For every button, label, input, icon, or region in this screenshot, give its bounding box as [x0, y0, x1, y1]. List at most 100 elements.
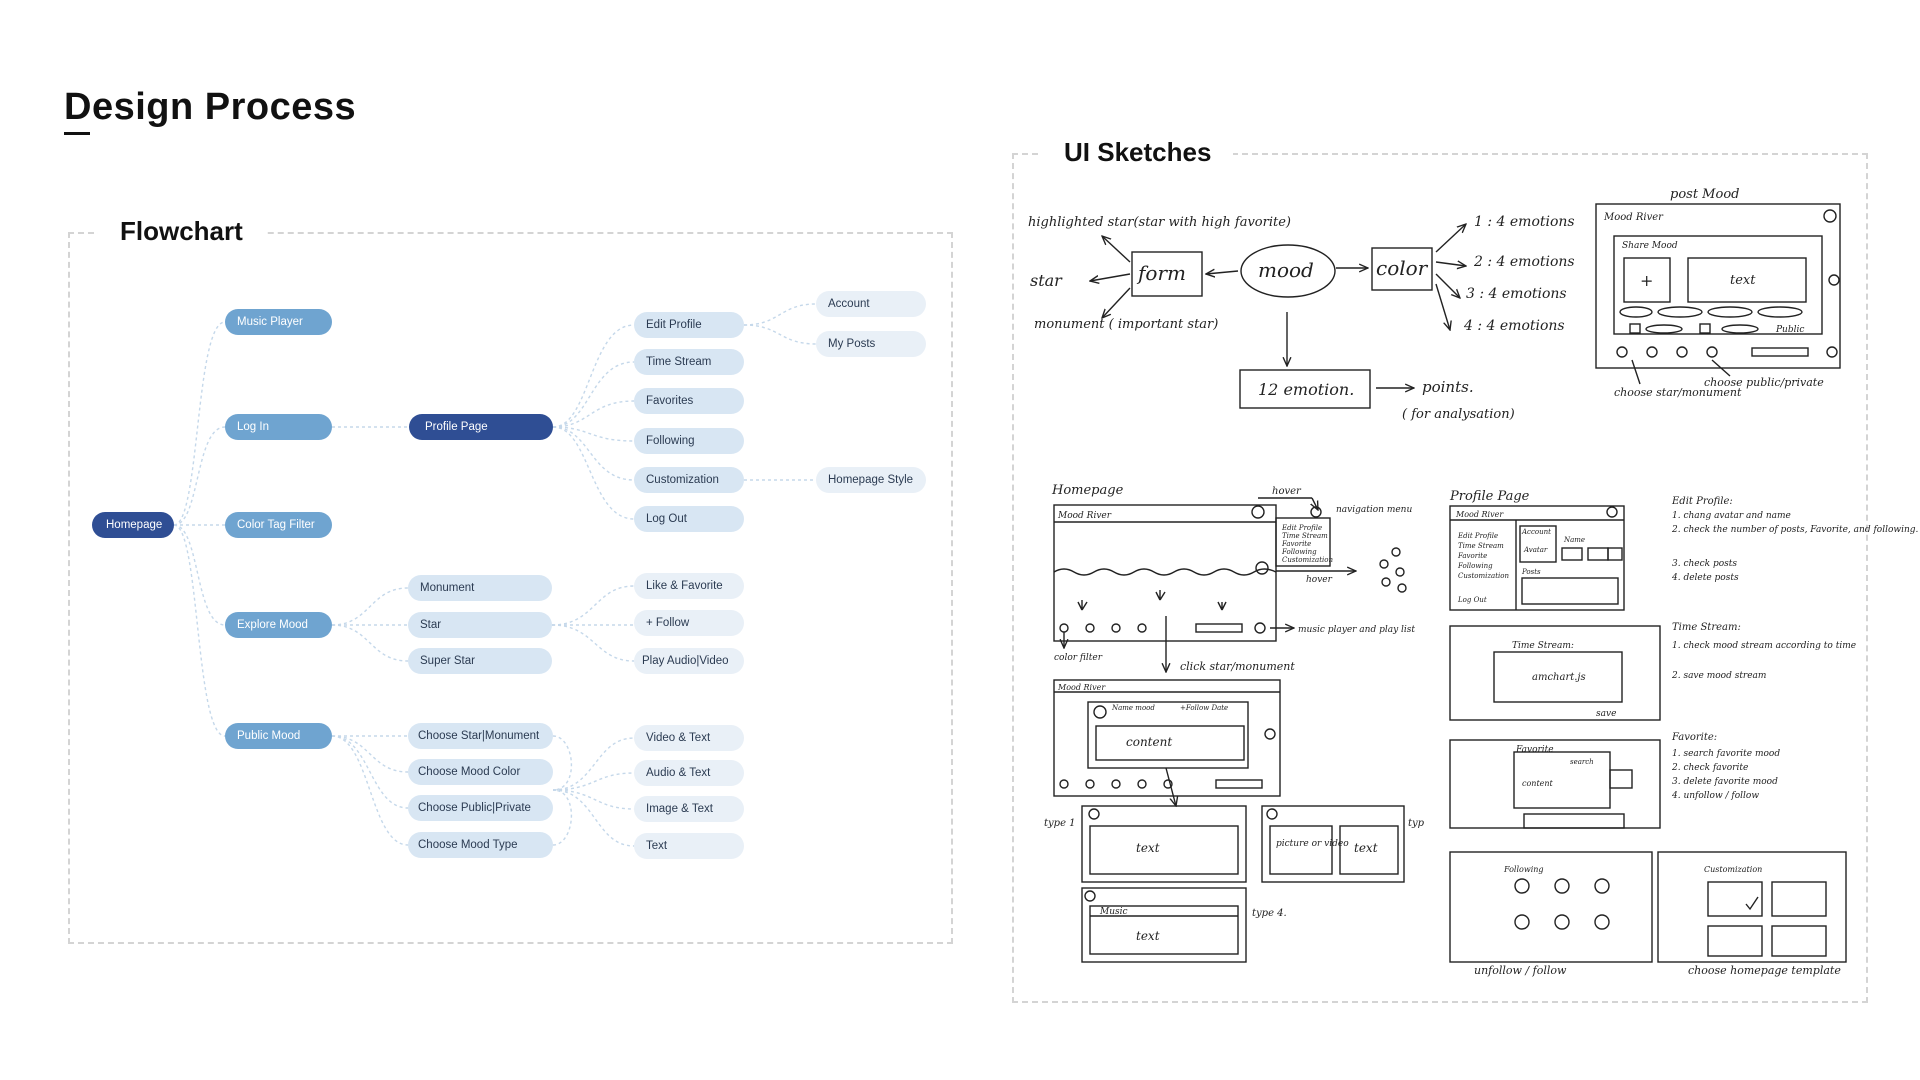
sketch-note: 2 : 4 emotions: [1473, 254, 1575, 270]
sketch-note: text: [1136, 841, 1160, 855]
sketch-note: Posts: [1521, 568, 1541, 576]
node-homepage[interactable]: Homepage: [92, 512, 174, 538]
node-public-mood[interactable]: Public Mood: [225, 723, 332, 749]
sketch-avatar: [1823, 209, 1837, 223]
sketch-note: typ: [1408, 818, 1425, 829]
node-homepage-style[interactable]: Homepage Style: [816, 467, 926, 493]
sketch-note: Favorite: [1515, 745, 1554, 755]
connector: [551, 624, 635, 662]
sketch-favorite-frame: [1449, 739, 1661, 829]
sketch-note: choose public/private: [1704, 376, 1824, 389]
node-time-stream[interactable]: Time Stream: [634, 349, 744, 375]
sketch-note: Profile Page: [1449, 489, 1530, 504]
node-star[interactable]: Star: [408, 612, 552, 638]
node-choose-star-monument[interactable]: Choose Star|Monument: [408, 723, 553, 749]
sketch-note: Favorite:: [1671, 732, 1717, 743]
sketch-note: music player and play list: [1298, 625, 1415, 635]
node-choose-public-private[interactable]: Choose Public|Private: [408, 795, 553, 821]
sketch-note: Favorite: [1281, 540, 1311, 548]
sketch-note: 4. delete posts: [1671, 573, 1739, 583]
sketch-note: monument ( important star): [1034, 317, 1218, 332]
sketch-arrow: [1090, 273, 1131, 281]
sketch-note: Log Out: [1457, 596, 1487, 604]
connector: [552, 324, 635, 428]
sketches-title: UI Sketches: [1042, 137, 1234, 168]
node-play-audio-video[interactable]: Play Audio|Video: [634, 648, 744, 674]
sketch-note: hover: [1306, 575, 1333, 585]
sketch-note: Music: [1099, 907, 1128, 917]
title-underline: [64, 132, 90, 135]
sketch-note: 4. unfollow / follow: [1671, 791, 1759, 801]
sketch-customization-frame: [1657, 851, 1847, 963]
sketch-note: text: [1136, 929, 1160, 943]
connector: [552, 426, 635, 442]
sketch-type2-card: [1261, 805, 1405, 883]
sketch-arrow: [1435, 224, 1466, 253]
sketch-note: 1. chang avatar and name: [1672, 511, 1791, 521]
sketch-plus-box: [1623, 257, 1671, 303]
node-follow[interactable]: + Follow: [634, 610, 744, 636]
sketch-river: [1053, 568, 1277, 576]
sketch-arrow: [1435, 283, 1450, 330]
sketch-arrow: [1102, 236, 1131, 263]
sketches-panel: [1012, 153, 1868, 1003]
flowchart-panel: [68, 232, 953, 944]
page-title: Design Process: [64, 86, 357, 128]
node-video-text[interactable]: Video & Text: [634, 725, 744, 751]
sketch-note: ( for analysation): [1402, 407, 1515, 422]
sketch-note: Mood River: [1455, 510, 1504, 519]
sketch-twelve-box: [1239, 369, 1371, 409]
sketch-note: choose star/monument: [1614, 386, 1742, 399]
sketch-type1-card: [1081, 805, 1247, 883]
node-account[interactable]: Account: [816, 291, 926, 317]
node-customization[interactable]: Customization: [634, 467, 744, 493]
sketch-note: Following: [1457, 562, 1493, 570]
connector: [552, 789, 573, 846]
node-music-player[interactable]: Music Player: [225, 309, 332, 335]
connector: [552, 735, 573, 791]
sketch-note: search: [1570, 758, 1594, 766]
sketch-post-frame: [1595, 203, 1841, 369]
sketch-note: Mood River: [1057, 511, 1112, 521]
node-edit-profile[interactable]: Edit Profile: [634, 312, 744, 338]
node-super-star[interactable]: Super Star: [408, 648, 552, 674]
connector: [552, 426, 635, 481]
sketch-note: Avatar: [1523, 546, 1548, 554]
sketch-note: text: [1354, 841, 1378, 855]
node-choose-mood-type[interactable]: Choose Mood Type: [408, 832, 553, 858]
sketch-note: text: [1730, 273, 1756, 288]
node-profile-page[interactable]: Profile Page: [409, 414, 553, 440]
connector: [552, 737, 635, 791]
node-monument[interactable]: Monument: [408, 575, 552, 601]
sketch-note: click star/monument: [1180, 660, 1295, 673]
node-audio-text[interactable]: Audio & Text: [634, 760, 744, 786]
sketch-note: 1 : 4 emotions: [1474, 214, 1575, 230]
sketch-note: Customization: [1704, 865, 1762, 874]
sketch-note: choose homepage template: [1688, 964, 1841, 977]
node-my-posts[interactable]: My Posts: [816, 331, 926, 357]
node-color-tag-filter[interactable]: Color Tag Filter: [225, 512, 332, 538]
sketch-note: Name mood: [1111, 704, 1155, 712]
sketch-arrow: [1435, 273, 1460, 298]
node-log-in[interactable]: Log In: [225, 414, 332, 440]
sketch-arrow: [1102, 287, 1131, 318]
node-choose-mood-color[interactable]: Choose Mood Color: [408, 759, 553, 785]
sketch-note: 3. check posts: [1672, 559, 1737, 569]
sketch-note: Customization: [1282, 556, 1333, 564]
sketch-note: highlighted star(star with high favorite…: [1028, 215, 1291, 230]
node-like-favorite[interactable]: Like & Favorite: [634, 573, 744, 599]
sketch-note: +Follow Date: [1180, 704, 1228, 712]
node-image-text[interactable]: Image & Text: [634, 796, 744, 822]
sketch-arrow: [1206, 271, 1239, 274]
node-favorites[interactable]: Favorites: [634, 388, 744, 414]
sketch-note: Homepage: [1051, 483, 1124, 498]
node-following[interactable]: Following: [634, 428, 744, 454]
node-text[interactable]: Text: [634, 833, 744, 859]
sketch-arrow: [1435, 262, 1466, 266]
node-explore-mood[interactable]: Explore Mood: [225, 612, 332, 638]
node-log-out[interactable]: Log Out: [634, 506, 744, 532]
connector: [331, 735, 409, 846]
sketch-mood-ellipse: [1240, 244, 1336, 298]
sketch-note: Mood River: [1603, 212, 1664, 223]
